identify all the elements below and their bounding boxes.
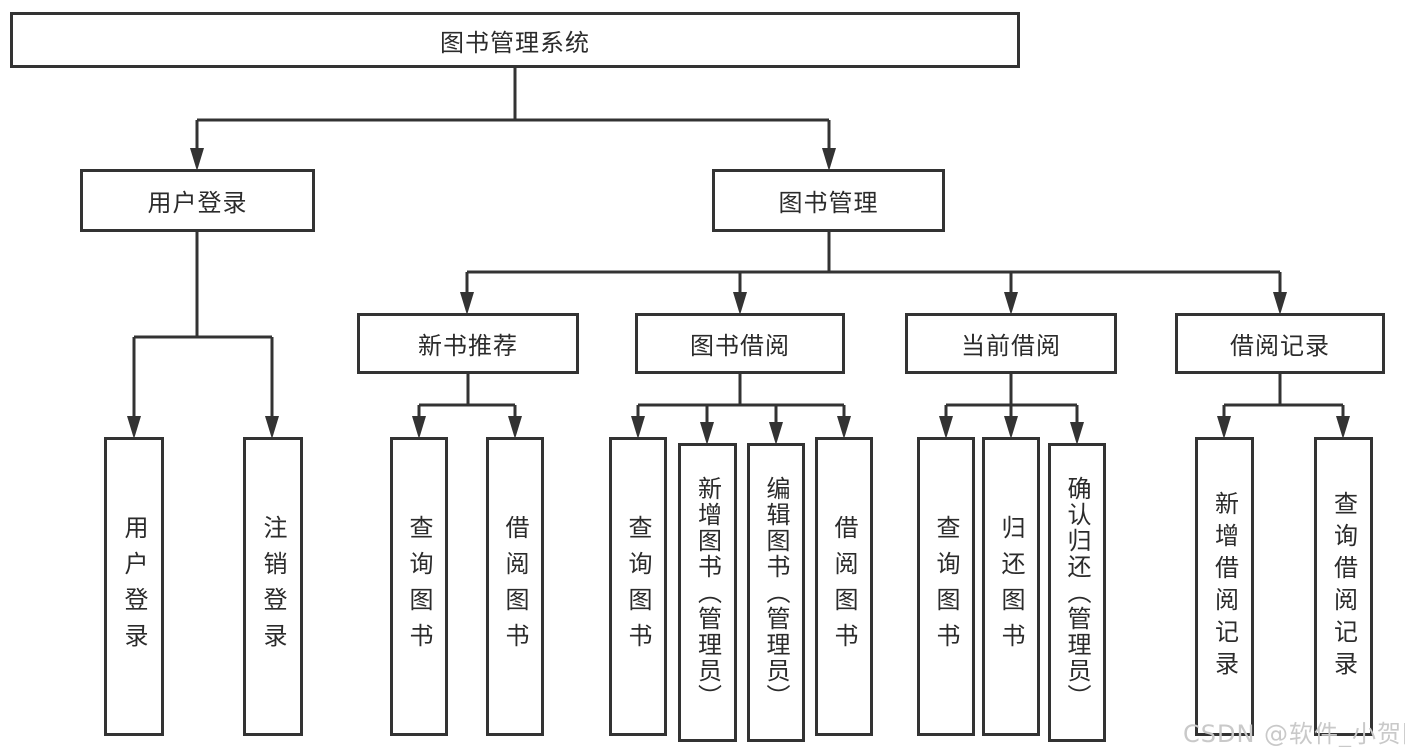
node-book-borrowing: 图书借阅 [635,313,845,374]
leaf-borrow-books-borrowing: 借阅图书 [815,437,873,736]
connector-root-to-level2 [195,68,831,150]
node-root: 图书管理系统 [10,12,1020,68]
leaf-edit-book-admin-label: 编辑图书（管理员） [762,475,790,710]
connector-new-book-recommendation-branch [417,374,517,418]
node-current-borrowing: 当前借阅 [905,313,1117,374]
leaf-query-books-borrowing: 查询图书 [609,437,667,736]
leaf-query-borrow-record-label: 查询借阅记录 [1329,490,1358,683]
leaf-add-book-admin: 新增图书（管理员） [678,443,737,742]
connector-book-borrowing-branch [636,374,846,424]
node-current-borrowing-label: 当前借阅 [961,332,1061,360]
node-new-book-recommendation-label: 新书推荐 [418,332,518,360]
leaf-logout-label: 注销登录 [259,514,287,659]
arrowhead-icons [127,148,1350,445]
connector-book-management-branch [465,232,1282,294]
leaf-query-books-recommend-label: 查询图书 [405,514,433,659]
leaf-add-book-admin-label: 新增图书（管理员） [693,475,722,710]
leaf-user-login-label: 用户登录 [120,514,148,659]
node-borrowing-records-label: 借阅记录 [1230,332,1330,360]
leaf-return-book-label: 归还图书 [997,514,1025,659]
leaf-confirm-return-admin: 确认归还（管理员） [1048,443,1106,742]
node-user-login-label: 用户登录 [147,189,248,217]
leaf-borrow-books-recommend-label: 借阅图书 [501,514,529,659]
connector-borrowing-records-branch [1222,374,1345,418]
leaf-query-books-current: 查询图书 [917,437,975,736]
leaf-return-book: 归还图书 [982,437,1040,736]
leaf-edit-book-admin: 编辑图书（管理员） [747,443,805,742]
node-root-label: 图书管理系统 [440,28,590,57]
connector-user-login-branch [132,232,274,418]
node-book-borrowing-label: 图书借阅 [690,332,790,360]
node-borrowing-records: 借阅记录 [1175,313,1385,374]
leaf-add-borrow-record: 新增借阅记录 [1195,437,1254,736]
node-new-book-recommendation: 新书推荐 [357,313,579,374]
node-book-management-label: 图书管理 [778,189,879,217]
node-user-login: 用户登录 [80,169,315,232]
csdn-watermark: CSDN @软件_小贺同学 [1183,720,1405,747]
leaf-query-books-recommend: 查询图书 [390,437,448,736]
node-book-management: 图书管理 [712,169,945,232]
leaf-add-borrow-record-label: 新增借阅记录 [1210,490,1239,683]
connector-current-borrowing-branch [944,374,1079,424]
leaf-query-borrow-record: 查询借阅记录 [1314,437,1373,736]
leaf-user-login: 用户登录 [104,437,164,736]
leaf-confirm-return-admin-label: 确认归还（管理员） [1063,475,1091,710]
leaf-borrow-books-borrowing-label: 借阅图书 [830,514,858,659]
leaf-query-books-current-label: 查询图书 [932,514,960,659]
leaf-borrow-books-recommend: 借阅图书 [486,437,544,736]
leaf-logout: 注销登录 [243,437,303,736]
leaf-query-books-borrowing-label: 查询图书 [624,514,652,659]
